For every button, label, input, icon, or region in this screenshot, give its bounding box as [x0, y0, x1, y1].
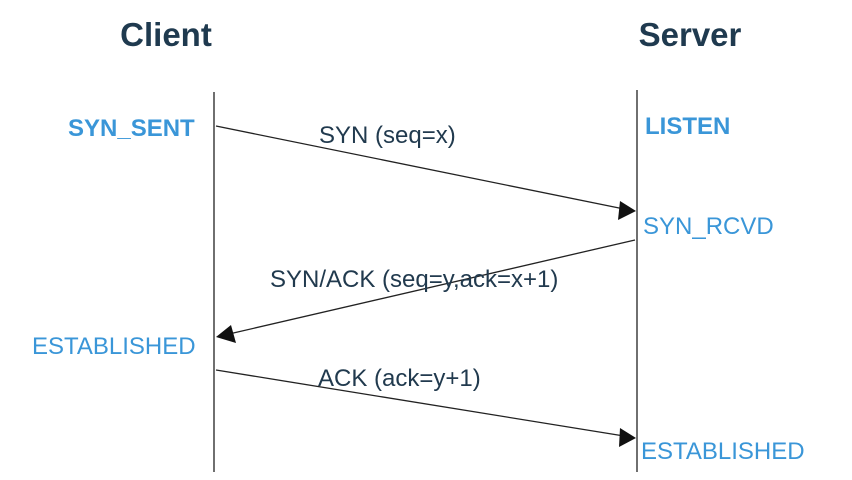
server-state-syn-rcvd: SYN_RCVD — [643, 213, 774, 240]
syn-ack-arrow-line — [228, 239, 636, 335]
client-title: Client — [120, 16, 212, 53]
syn-ack-message-label: SYN/ACK (seq=y,ack=x+1) — [270, 266, 558, 293]
syn-ack-arrowhead — [216, 325, 236, 343]
server-title: Server — [639, 16, 742, 53]
ack-message-label: ACK (ack=y+1) — [318, 365, 481, 392]
syn-message-label: SYN (seq=x) — [319, 122, 456, 149]
syn-arrowhead — [618, 201, 636, 220]
server-state-established: ESTABLISHED — [641, 438, 805, 465]
ack-arrowhead — [619, 428, 636, 447]
ack-arrow-line — [215, 369, 625, 437]
syn-arrow-line — [215, 125, 625, 210]
client-state-established: ESTABLISHED — [32, 333, 196, 360]
server-state-listen: LISTEN — [645, 113, 730, 140]
client-state-syn-sent: SYN_SENT — [68, 115, 195, 142]
